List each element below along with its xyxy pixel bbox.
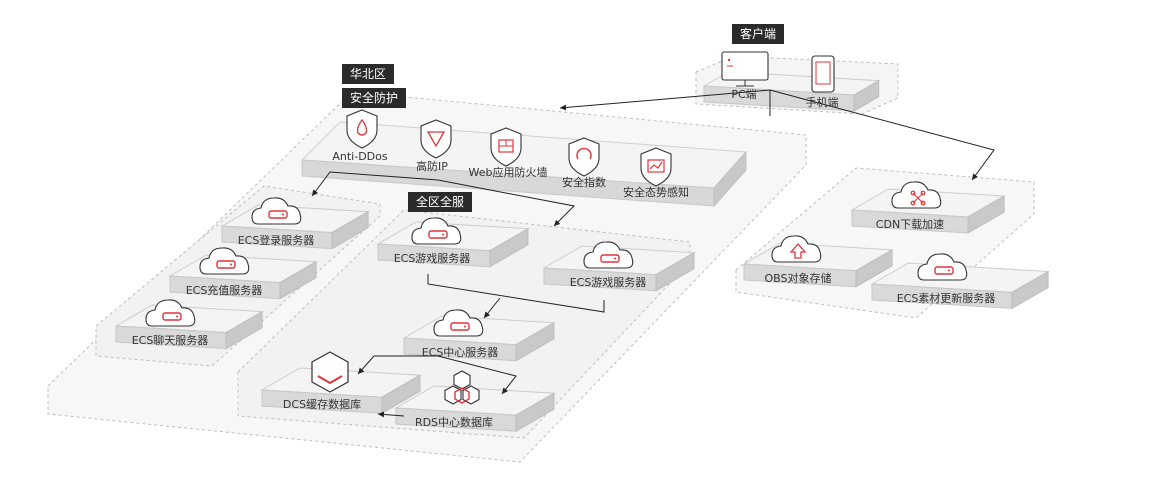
dcs-label: DCS缓存数据库: [282, 398, 362, 411]
server-cloud-icon: [251, 197, 302, 225]
ecs-game-a-label: ECS游戏服务器: [393, 252, 471, 265]
situation-awareness-shield-icon: [640, 147, 672, 187]
security-to-left-arrow: [311, 171, 439, 197]
rds-to-dcs-arrow: [377, 411, 405, 418]
rds-label: RDS中心数据库: [414, 416, 494, 429]
security-index-shield-icon: [568, 137, 600, 177]
ecs-chat-label: ECS聊天服务器: [131, 334, 209, 347]
waf-label: Web应用防火墙: [468, 166, 548, 179]
game-to-center-link: [427, 274, 605, 313]
ecs-center-label: ECS中心服务器: [421, 346, 499, 359]
situation-awareness-label: 安全态势感知: [623, 186, 689, 199]
ecs-recharge-label: ECS充值服务器: [185, 284, 263, 297]
ecs-assets-label: ECS素材更新服务器: [896, 292, 996, 305]
security-index-label: 安全指数: [562, 176, 606, 189]
server-cloud-icon: [199, 247, 250, 275]
security-to-game-arrow: [437, 179, 576, 227]
mobile-client-label: 手机端: [805, 96, 839, 109]
rds-database-icon: [444, 370, 480, 405]
region-tag-north-china: 华北区: [342, 64, 395, 84]
anti-ddos-shield-icon: [346, 109, 378, 149]
dcs-cache-icon: [311, 351, 349, 393]
high-defense-shield-icon: [420, 119, 452, 159]
ecs-login-label: ECS登录服务器: [237, 234, 315, 247]
server-cloud-icon: [917, 253, 968, 281]
anti-ddos-label: Anti-DDos: [332, 150, 388, 163]
center-link-arrow: [483, 297, 501, 319]
cdn-label: CDN下载加速: [875, 218, 945, 231]
center-to-rds-arrow: [437, 355, 517, 395]
server-cloud-icon: [583, 241, 634, 269]
security-strip: [300, 121, 748, 208]
region-tag-full-service: 全区全服: [408, 192, 473, 212]
server-cloud-icon: [145, 299, 196, 327]
upload-cloud-icon: [771, 235, 822, 263]
server-cloud-icon: [411, 217, 462, 245]
region-tag-security: 安全防护: [342, 88, 407, 108]
network-cloud-icon: [891, 181, 942, 209]
pc-client-label: PC端: [731, 88, 757, 101]
pc-monitor-icon: [721, 51, 769, 87]
mobile-phone-icon: [811, 55, 835, 93]
game-b-plate: [542, 245, 696, 292]
center-to-dcs-arrow: [357, 355, 438, 375]
high-defense-ip-label: 高防IP: [416, 160, 448, 173]
waf-shield-icon: [490, 127, 522, 167]
cdn-plate: [850, 188, 1006, 234]
region-tag-client: 客户端: [732, 24, 785, 44]
obs-label: OBS对象存储: [764, 272, 832, 285]
server-cloud-icon: [433, 309, 484, 337]
client-to-cdn-arrow: [769, 89, 995, 181]
ecs-game-b-label: ECS游戏服务器: [569, 276, 647, 289]
